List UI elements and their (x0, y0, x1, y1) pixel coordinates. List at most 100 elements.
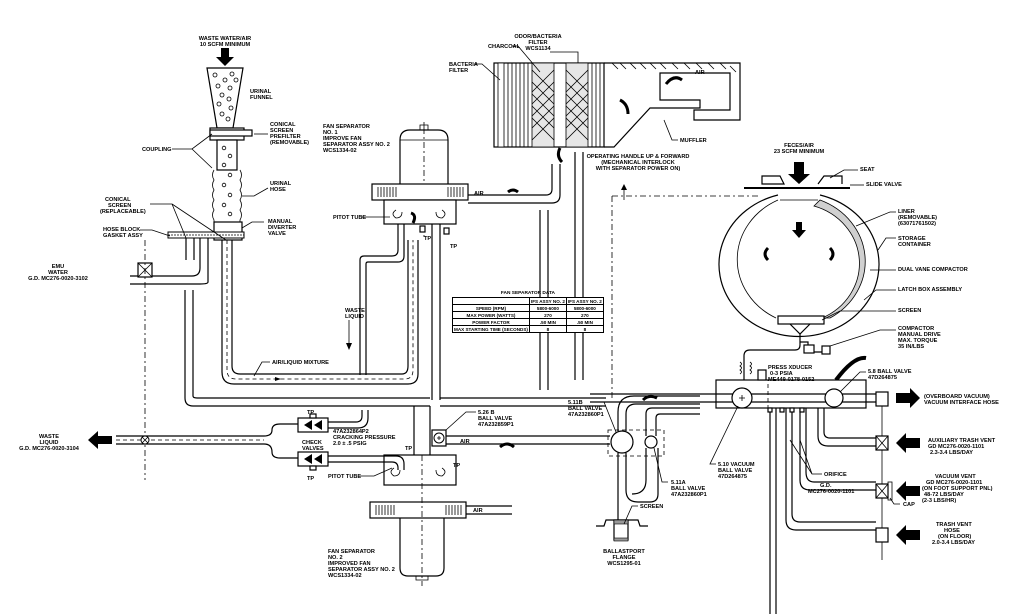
fan-separator-2 (369, 406, 512, 586)
coupling-label: COUPLING (142, 147, 172, 153)
latch-box-label: LATCH BOX ASSEMBLY (898, 287, 962, 293)
table-row: SPEED (RPM) 5800-6000 5800-6000 (452, 304, 604, 312)
table-row: POWER FACTOR .50 MIN .50 MIN (452, 318, 604, 326)
table-cell: MAX POWER (WATTS) (452, 311, 530, 319)
table-cell: POWER FACTOR (452, 318, 530, 326)
overboard-vacuum-port (875, 391, 889, 407)
liner-hatched (813, 199, 866, 319)
air-label: AIR (473, 508, 483, 514)
gd-orifice-label: G.D.MC276-0020-1101 (808, 483, 854, 495)
tp-label: TP (424, 236, 431, 242)
storage-container (718, 162, 880, 392)
slide-valve-label: SLIDE VALVE (866, 182, 902, 188)
cap-label: CAP (903, 502, 915, 508)
rotation-arrow-icon (410, 211, 417, 224)
tp-label: TP (405, 446, 412, 452)
liner-label: LINER(REMOVABLE)(63071761502) (898, 209, 937, 227)
air-liquid-mixture-label: AIR/LIQUID MIXTURE (272, 360, 329, 366)
urinal-assembly (130, 67, 253, 480)
trash-vent-arrow-icon (896, 525, 920, 545)
urinal-hose (216, 139, 238, 171)
table-cell: .50 MIN (528, 318, 567, 326)
urinal-hose-bellows (212, 169, 242, 222)
waste-liquid-pipe (359, 222, 399, 375)
operating-handle-label: OPERATING HANDLE UP & FORWARD(MECHANICAL… (587, 154, 690, 172)
compactor-drive-arrow-icon (834, 355, 867, 382)
fan-table-caption: FAN SEPARATOR DATA (500, 291, 556, 296)
feces-inlet-arrow-icon (788, 162, 810, 184)
press-xducer (757, 369, 767, 381)
air-label: AIR (474, 191, 484, 197)
table-cell: 8 (528, 325, 567, 333)
tp-label: TP (307, 410, 314, 416)
compactor-rotation-icon (763, 246, 835, 262)
label-group-right: SEAT SLIDE VALVE LINER(REMOVABLE)(630717… (709, 167, 999, 546)
screen-label: SCREEN (640, 504, 663, 510)
table-cell: 270 (565, 311, 604, 319)
table-cell: MAX STARTING TIME (SECONDS) (452, 325, 530, 333)
table-header: IFS ASSY NO. 2 (565, 297, 604, 305)
air-label: AIR (695, 70, 705, 76)
tp-label: TP (307, 476, 314, 482)
overboard-vacuum-label: (OVERBOARD VACUUM)VACUUM INTERFACE HOSE (924, 394, 999, 406)
pitot-tube-2-label: PITOT TUBE (328, 474, 361, 480)
table-header-row: IFS ASSY NO. 2 IFS ASSY NO. 2 (452, 297, 604, 305)
check-valve-upper (297, 417, 329, 433)
ball-valve-5-11b (610, 430, 634, 454)
orifice-label: ORIFICE (824, 472, 847, 478)
latch-box (777, 315, 825, 325)
charcoal-label: CHARCOAL (488, 44, 521, 50)
air-flow-arrow-icon (507, 188, 519, 194)
check-valves (88, 410, 405, 471)
ball-valve-5-11a (644, 435, 658, 449)
table-cell: SPEED (RPM) (452, 304, 530, 312)
screen-label-right: SCREEN (898, 308, 921, 314)
tp-label: TP (450, 244, 457, 250)
fan-separator-data-table: FAN SEPARATOR DATA IFS ASSY NO. 2 IFS AS… (452, 291, 604, 333)
table-row: MAX STARTING TIME (SECONDS) 8 8 (452, 325, 604, 333)
air-flow-arrow-icon (641, 394, 658, 402)
funnel-dots-icon (212, 71, 239, 122)
air-label: AIR (460, 439, 470, 445)
table-cell: .50 MIN (565, 318, 604, 326)
table-row: MAX POWER (WATTS) 270 270 (452, 311, 604, 319)
flow-arrow-icon (275, 377, 281, 381)
waste-liquid-out-arrow-icon (88, 431, 112, 449)
muffler-label: MUFFLER (680, 138, 707, 144)
dual-vane-compactor-label: DUAL VANE COMPACTOR (898, 267, 968, 273)
muffler (604, 62, 741, 148)
check-valve-lower (297, 451, 329, 467)
table-header: IFS ASSY NO. 2 (528, 297, 567, 305)
table-header (452, 297, 530, 305)
seat-label: SEAT (860, 167, 875, 173)
